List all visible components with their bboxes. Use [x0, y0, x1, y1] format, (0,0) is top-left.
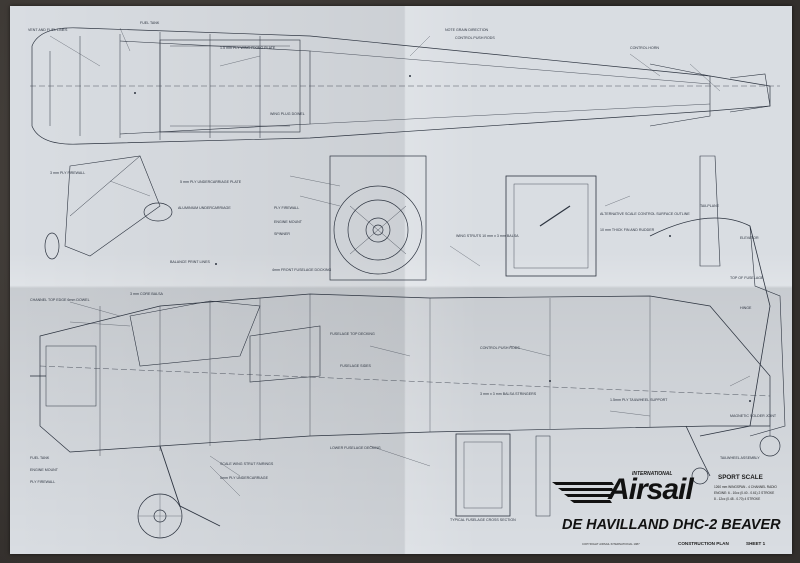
label-wing-fixing-plate: 1.5 mm PLY WING FIXING PLATE: [220, 46, 276, 50]
fuselage-side-view: [39, 293, 771, 453]
label-wing-struts: WING STRUTS 10 mm x 3 mm BALSA: [456, 234, 519, 238]
model-title: DE HAVILLAND DHC-2 BEAVER: [562, 517, 781, 533]
label-front-docking: 4mm FRONT FUSELAGE DOCKING: [272, 268, 332, 272]
label-control-horn: CONTROL HORN: [630, 46, 660, 50]
spec-line: ENGINE: 6 - 10cc (0.40 - 0.61) 2 STROKE: [714, 491, 775, 495]
label-aluminium-uc: ALUMINIUM UNDERCARRIAGE: [178, 206, 231, 210]
label-ply-firewall-side: PLY FIREWALL: [30, 480, 56, 484]
label-lower-decking: LOWER FUSELAGE DECKING: [330, 446, 381, 450]
label-balance-lines: BALANCE PRINT LINES: [170, 260, 210, 264]
label-ply-uc: 5mm PLY UNDERCARRIAGE: [220, 476, 268, 480]
copyright: COPYRIGHT AIRSAIL INTERNATIONAL 1987: [582, 542, 640, 546]
label-channel-dowel: CHANNEL TOP EDGE 6mm DOWEL: [30, 298, 90, 302]
label-top-fuselage: TOP OF FUSELAGE: [730, 276, 764, 280]
label-fuel-tank-side: FUEL TANK: [30, 456, 50, 460]
international-label: INTERNATIONAL: [632, 471, 673, 477]
label-strut-fairings: SCALE WING STRUT FAIRINGS: [220, 462, 274, 466]
label-uc-plate: 5 mm PLY UNDERCARRIAGE PLATE: [180, 180, 242, 184]
airsail-wing-logo-icon: [552, 482, 614, 503]
label-fin-rudder: 10 mm THICK FIN AND RUDDER: [600, 228, 655, 232]
label-stringers: 3 mm x 3 mm BALSA STRINGERS: [480, 392, 537, 396]
plan-sheet: VENT AND FUEL LINES FUEL TANK 1.5 mm PLY…: [10, 6, 792, 554]
label-tailwheel-support: 1.5mm PLY TAILWHEEL SUPPORT: [610, 398, 668, 402]
label-wing-plug-dowel: WING PLUG DOWEL: [270, 112, 305, 116]
label-vent-fuel-lines: VENT AND FUEL LINES: [28, 28, 68, 32]
label-firewall: 3 mm PLY FIREWALL: [50, 171, 86, 175]
title-block: INTERNATIONAL Airsail SPORT SCALE 1260 m…: [548, 466, 788, 552]
label-engine-mount-side: ENGINE MOUNT: [30, 468, 58, 472]
label-alt-outline: ALTERNATIVE SCALE CONTROL SURFACE OUTLIN…: [600, 212, 690, 216]
label-push-rods-side: CONTROL PUSH RODS: [480, 346, 520, 350]
label-engine-mount: ENGINE MOUNT: [274, 220, 302, 224]
label-control-push-rods: CONTROL PUSH RODS: [455, 36, 495, 40]
label-elevator: ELEVATOR: [740, 236, 759, 240]
label-tailwheel-assembly: TAILWHEEL ASSEMBLY: [720, 456, 760, 460]
label-grain-direction: NOTE GRAIN DIRECTION: [445, 28, 489, 32]
brand-logo: Airsail: [608, 473, 694, 506]
sport-scale-label: SPORT SCALE: [718, 474, 763, 481]
label-fuel-tank: FUEL TANK: [140, 21, 160, 25]
label-hinge: HINGE: [740, 306, 752, 310]
label-spinner: SPINNER: [274, 232, 290, 236]
label-tailplane: TAILPLANE: [700, 204, 720, 208]
label-ply-firewall: PLY FIREWALL: [274, 206, 300, 210]
spec-line: 8 - 12cc (0.48 - 0.70) 4 STROKE: [714, 497, 761, 501]
sheet-number: SHEET 1: [746, 541, 766, 546]
spec-line: 1260 mm WINGSPAN - 4 CHANNEL RADIO: [714, 485, 777, 489]
label-top-decking: FUSELAGE TOP DECKING: [330, 332, 375, 336]
label-core-balsa: 3 mm CORE BALSA: [130, 292, 163, 296]
label-fuselage-sides: FUSELAGE SIDES: [340, 364, 371, 368]
construction-plan-label: CONSTRUCTION PLAN: [678, 541, 729, 546]
label-solder-joint: MAGNETIC SOLDER JOINT: [730, 414, 777, 418]
label-cross-section: TYPICAL FUSELAGE CROSS SECTION: [450, 518, 516, 522]
blueprint-drawing: [30, 27, 786, 539]
